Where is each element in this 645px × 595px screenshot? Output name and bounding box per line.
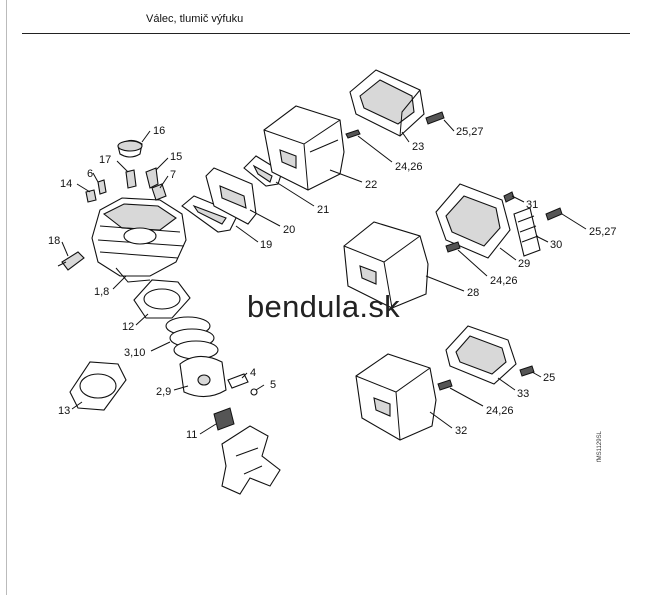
leader-lines <box>61 119 587 435</box>
watermark-text: bendula.sk <box>247 289 400 324</box>
muffler-28-part <box>343 221 429 309</box>
needle-bearing-part <box>213 407 235 431</box>
small-hardware-parts <box>57 167 167 271</box>
callout-32: 32 <box>455 425 467 437</box>
callout-23: 23 <box>412 141 424 153</box>
callout-29: 29 <box>518 258 530 270</box>
callout-31: 31 <box>526 199 538 211</box>
muffler-32-part <box>355 353 437 441</box>
piston-part <box>179 355 227 398</box>
callout-30: 30 <box>550 239 562 251</box>
crankshaft-part <box>221 425 281 495</box>
callout-2-9: 2,9 <box>156 386 171 398</box>
callout-25: 25 <box>543 372 555 384</box>
screw-24-26-b-part <box>445 241 461 253</box>
muffler-cover-33-part <box>445 325 517 385</box>
spark-plug-part <box>125 169 137 189</box>
callout-24-26-b: 24,26 <box>490 275 518 287</box>
screw-24-26-a-part <box>345 129 361 139</box>
callout-14: 14 <box>60 178 72 190</box>
spark-arrestor-30-part <box>513 207 541 257</box>
gasket-19-part <box>181 195 239 233</box>
callout-13: 13 <box>58 405 70 417</box>
callout-22: 22 <box>365 179 377 191</box>
callout-19: 19 <box>260 239 272 251</box>
muffler-cover-29-part <box>435 183 511 259</box>
callout-4: 4 <box>250 367 256 379</box>
decompression-valve-part <box>117 139 143 158</box>
gasket-21-part <box>243 155 283 187</box>
drawing-code: fMS1129SL <box>597 431 603 462</box>
screw-31-part <box>503 191 515 203</box>
callout-28: 28 <box>467 287 479 299</box>
callout-1-8: 1,8 <box>94 286 109 298</box>
callout-21: 21 <box>317 204 329 216</box>
callout-18: 18 <box>48 235 60 247</box>
callout-17: 17 <box>99 154 111 166</box>
cylinder-gasket-part <box>133 279 191 319</box>
page-left-border <box>6 0 7 595</box>
header-divider <box>22 33 630 34</box>
screw-25-27-b-part <box>545 207 563 221</box>
crankcase-gasket-part <box>69 361 127 411</box>
cylinder-head-part <box>91 197 187 283</box>
callout-12: 12 <box>122 321 134 333</box>
callout-16: 16 <box>153 125 165 137</box>
callout-6: 6 <box>87 168 93 180</box>
piston-rings-part <box>165 316 219 360</box>
flange-20-part <box>205 167 257 225</box>
muffler-22-part <box>263 105 345 191</box>
callout-24-26-c: 24,26 <box>486 405 514 417</box>
muffler-cover-23-part <box>349 69 425 137</box>
callout-7: 7 <box>170 169 176 181</box>
page-title: Válec, tlumič výfuku <box>146 13 244 25</box>
callout-11: 11 <box>186 429 197 441</box>
callout-25-27-a: 25,27 <box>456 126 484 138</box>
callout-33: 33 <box>517 388 529 400</box>
callout-3-10: 3,10 <box>124 347 145 359</box>
callout-25-27-b: 25,27 <box>589 226 617 238</box>
callout-20: 20 <box>283 224 295 236</box>
screw-25-part <box>519 365 535 377</box>
callout-5: 5 <box>270 379 276 391</box>
screw-25-27-a-part <box>425 111 445 125</box>
callout-24-26-a: 24,26 <box>395 161 423 173</box>
screw-24-26-c-part <box>437 379 453 391</box>
callout-15: 15 <box>170 151 182 163</box>
